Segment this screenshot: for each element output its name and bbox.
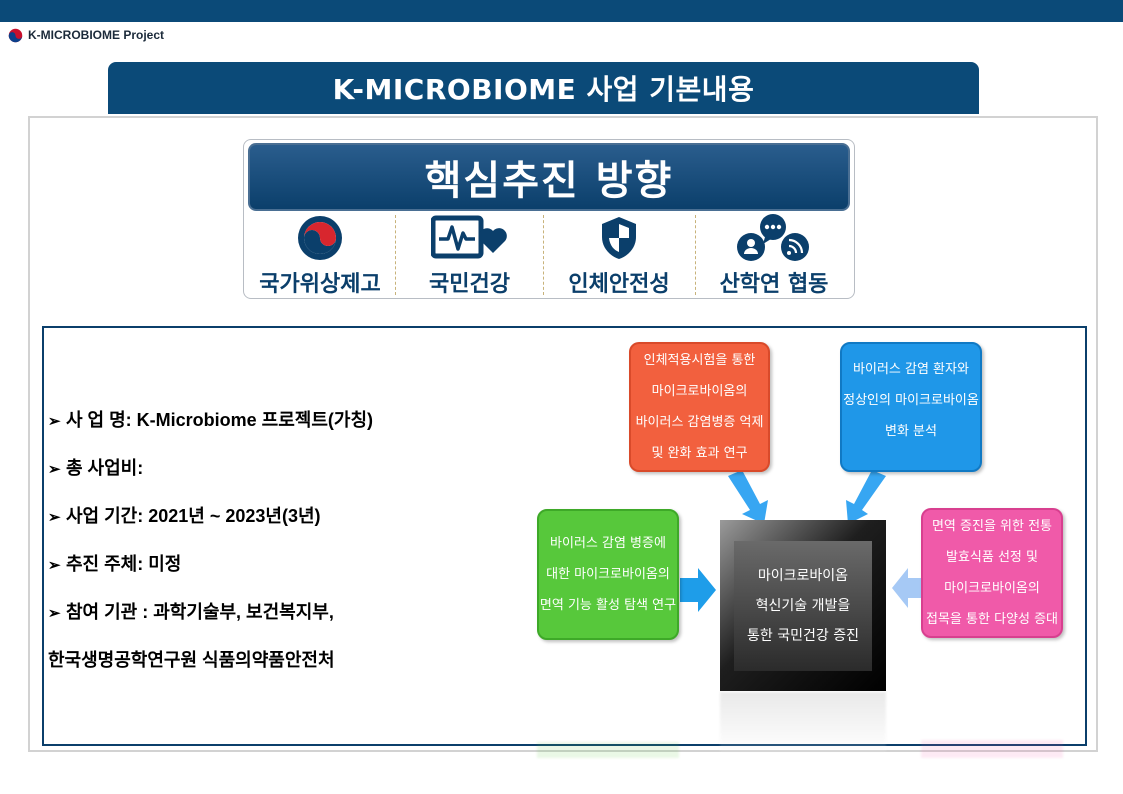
direction-label: 산학연 협동: [719, 272, 829, 297]
info-continuation: 한국생명공학연구원 식품의약품안전처: [48, 650, 335, 670]
research-text: 바이러스 감염 병증에 대한 마이크로바이옴의 면역 기능 활성 탐색 연구: [539, 536, 677, 613]
research-box-analysis: 바이러스 감염 환자와 정상인의 마이크로바이옴 변화 분석: [840, 342, 982, 472]
reflection: [720, 692, 886, 752]
research-text: 인체적용시험을 통한 마이크로바이옴의 바이러스 감염병증 억제 및 완화 효과…: [635, 353, 764, 461]
direction-human-safety: 인체안전성: [544, 214, 694, 298]
direction-label: 인체안전성: [568, 272, 670, 297]
info-text: 총 사업비:: [66, 458, 144, 478]
arrow-bullet-icon: ➢: [48, 557, 61, 574]
taegeuk-logo-icon: [8, 28, 23, 42]
health-monitor-icon: [430, 215, 507, 259]
info-item: ➢ 참여 기관 : 과학기술부, 보건복지부,: [48, 596, 488, 644]
arrow-bullet-icon: ➢: [48, 413, 61, 430]
research-box-immune: 바이러스 감염 병증에 대한 마이크로바이옴의 면역 기능 활성 탐색 연구: [537, 509, 679, 640]
arrow-icon: [680, 568, 716, 612]
info-text: 사업 기간: 2021년 ~ 2023년(3년): [66, 506, 321, 526]
reflection: [921, 740, 1063, 758]
project-info-list: ➢ 사 업 명: K-Microbiome 프로젝트(가칭) ➢ 총 사업비: ➢ 사…: [48, 404, 488, 644]
directions-heading: 핵심추진 방향: [248, 143, 850, 211]
brand-label: K-MICROBIOME Project: [28, 28, 165, 42]
direction-collaboration: 산학연 협동: [696, 214, 852, 298]
research-text: 바이러스 감염 환자와 정상인의 마이크로바이옴 변화 분석: [843, 362, 979, 439]
research-box-clinical: 인체적용시험을 통한 마이크로바이옴의 바이러스 감염병증 억제 및 완화 효과…: [629, 342, 770, 472]
divider: [543, 215, 544, 295]
direction-public-health: 국민건강: [396, 214, 543, 298]
info-text: 추진 주체: 미정: [66, 554, 182, 574]
central-goal: 마이크로바이옴 혁신기술 개발을 통한 국민건강 증진: [734, 541, 872, 671]
info-item: ➢ 사 업 명: K-Microbiome 프로젝트(가칭): [48, 404, 488, 452]
research-text: 면역 증진을 위한 전통 발효식품 선정 및 마이크로바이옴의 접목을 통한 다…: [926, 519, 1058, 627]
brand: K-MICROBIOME Project: [8, 27, 164, 43]
info-item: ➢ 추진 주체: 미정: [48, 548, 488, 596]
direction-label: 국가위상제고: [259, 272, 381, 297]
arrow-bullet-icon: ➢: [48, 509, 61, 526]
arrow-icon: [846, 470, 886, 524]
page-title: K-MICROBIOME 사업 기본내용: [108, 62, 979, 114]
reflection: [537, 742, 679, 758]
info-text: 참여 기관 : 과학기술부, 보건복지부,: [66, 602, 334, 622]
taegeuk-icon: [298, 216, 342, 260]
direction-national-status: 국가위상제고: [246, 214, 394, 298]
direction-label: 국민건강: [429, 272, 510, 297]
arrow-bullet-icon: ➢: [48, 461, 61, 478]
arrow-icon: [892, 568, 922, 608]
info-item: ➢ 총 사업비:: [48, 452, 488, 500]
arrow-bullet-icon: ➢: [48, 605, 61, 622]
top-bar: [0, 0, 1123, 22]
info-item: ➢ 사업 기간: 2021년 ~ 2023년(3년): [48, 500, 488, 548]
research-box-fermented: 면역 증진을 위한 전통 발효식품 선정 및 마이크로바이옴의 접목을 통한 다…: [921, 508, 1063, 638]
divider: [395, 215, 396, 295]
central-goal-text: 마이크로바이옴 혁신기술 개발을 통한 국민건강 증진: [747, 568, 859, 644]
arrow-icon: [728, 470, 768, 524]
collaboration-icon: [737, 214, 809, 261]
shield-icon: [602, 217, 636, 259]
info-text: 사 업 명: K-Microbiome 프로젝트(가칭): [66, 410, 374, 430]
divider: [695, 215, 696, 295]
